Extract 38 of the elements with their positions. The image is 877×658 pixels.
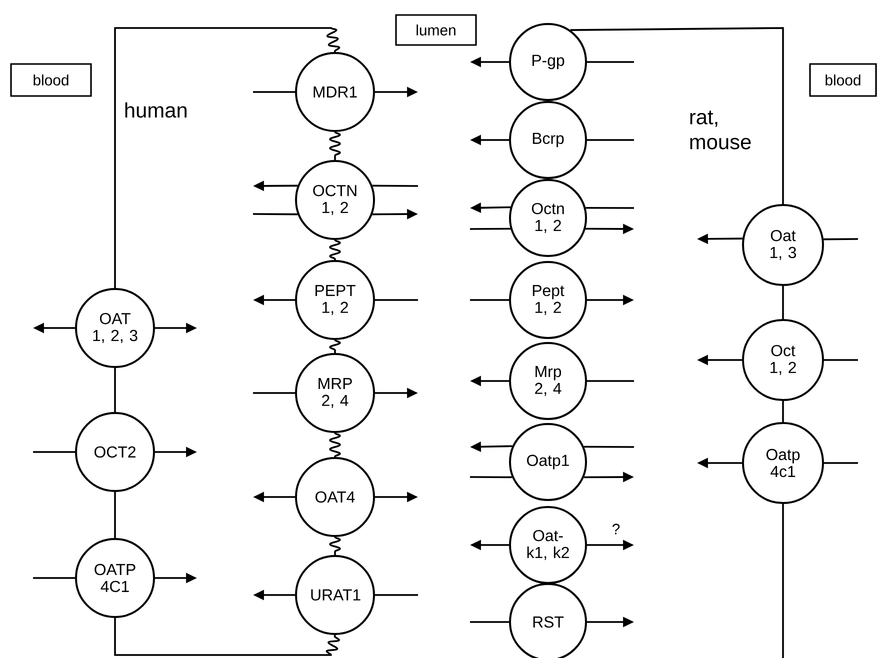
transport-line	[824, 359, 858, 361]
group-label: human	[125, 102, 186, 118]
transport-line	[253, 392, 295, 394]
transport-line	[470, 476, 512, 478]
transport-line	[587, 380, 634, 382]
membrane-line	[782, 504, 784, 658]
transport-line	[587, 139, 634, 141]
transport-line	[470, 228, 511, 230]
membrane-line	[114, 492, 116, 538]
label-box: blood	[10, 63, 92, 97]
membrane-line	[782, 401, 784, 422]
membrane-line	[114, 618, 340, 656]
membrane-line	[782, 286, 784, 319]
transport-line	[824, 238, 858, 240]
membrane-line	[570, 27, 784, 204]
membrane-line	[114, 27, 340, 288]
transport-line	[253, 213, 298, 216]
label-box: lumen	[395, 14, 477, 46]
transport-line	[586, 207, 634, 209]
transport-line	[33, 577, 75, 579]
transport-line	[375, 594, 418, 596]
membrane-coil	[329, 239, 341, 260]
label-box: blood	[809, 63, 877, 97]
transport-line	[824, 462, 858, 464]
group-label: rat, mouse	[690, 110, 751, 150]
transport-line	[253, 91, 295, 93]
edge-label: ?	[610, 522, 622, 536]
transport-line	[372, 184, 418, 187]
transport-line	[470, 621, 509, 623]
transport-line	[33, 451, 75, 453]
membrane-coil	[329, 131, 341, 160]
transport-line	[470, 299, 509, 301]
transport-line	[587, 61, 634, 63]
transport-line	[584, 446, 634, 448]
membrane-coil	[329, 432, 341, 458]
membrane-line	[114, 368, 116, 412]
membrane-coil	[329, 339, 341, 353]
transport-line	[375, 299, 418, 301]
